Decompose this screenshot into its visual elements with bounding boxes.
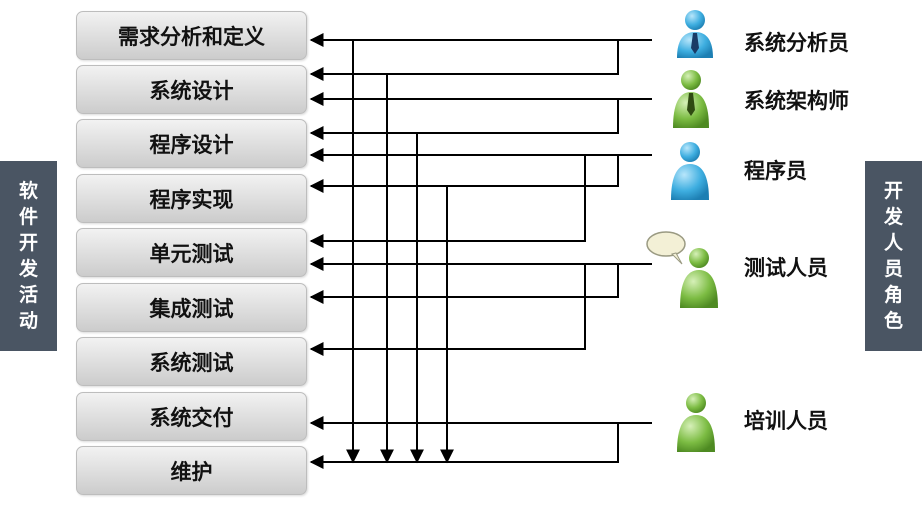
connector-programmer-implementation: [309, 155, 619, 193]
activity-delivery: 系统交付: [76, 392, 307, 441]
activity-maintenance: 维护: [76, 446, 307, 495]
software-activities-label: 软 件 开 发 活 动: [0, 161, 57, 351]
right-label-char: 色: [883, 310, 903, 332]
analyst-person-icon: [677, 10, 713, 58]
left-label-char: 活: [18, 284, 38, 306]
connector-programmer-unit-testing: [309, 155, 586, 248]
connector-architect-program-design: [309, 99, 619, 140]
activity-system-testing: 系统测试: [76, 337, 307, 386]
left-label-char: 发: [18, 258, 38, 280]
activity-program-design: 程序设计: [76, 119, 307, 168]
right-label-char: 开: [883, 180, 903, 202]
left-label-char: 件: [18, 206, 38, 228]
activity-implementation: 程序实现: [76, 174, 307, 223]
left-label-char: 动: [18, 310, 38, 332]
developer-roles-label: 开 发 人 员 角 色: [865, 161, 922, 351]
right-label-char: 角: [883, 284, 903, 306]
role-tester: 测试人员: [744, 256, 828, 280]
activity-requirements: 需求分析和定义: [76, 11, 307, 60]
left-label-char: 开: [18, 232, 38, 254]
trainer-person-icon: [677, 393, 715, 452]
role-programmer: 程序员: [744, 159, 807, 183]
role-analyst: 系统分析员: [744, 31, 849, 55]
role-trainer: 培训人员: [744, 409, 828, 433]
activity-unit-testing: 单元测试: [76, 228, 307, 277]
connector-tester-system-testing: [309, 264, 586, 356]
right-label-char: 员: [883, 258, 903, 280]
tester-person-icon: [646, 231, 718, 308]
connector-analyst-design: [309, 40, 619, 81]
role-architect: 系统架构师: [744, 89, 849, 113]
activity-integration-testing: 集成测试: [76, 283, 307, 332]
right-label-char: 发: [883, 206, 903, 228]
left-label-char: 软: [18, 180, 38, 202]
right-label-char: 人: [883, 232, 903, 254]
programmer-person-icon: [671, 142, 709, 200]
activity-system-design: 系统设计: [76, 65, 307, 114]
connector-trainer-maintenance: [309, 423, 619, 469]
connector-tester-integration: [309, 264, 619, 304]
architect-person-icon: [673, 70, 709, 128]
